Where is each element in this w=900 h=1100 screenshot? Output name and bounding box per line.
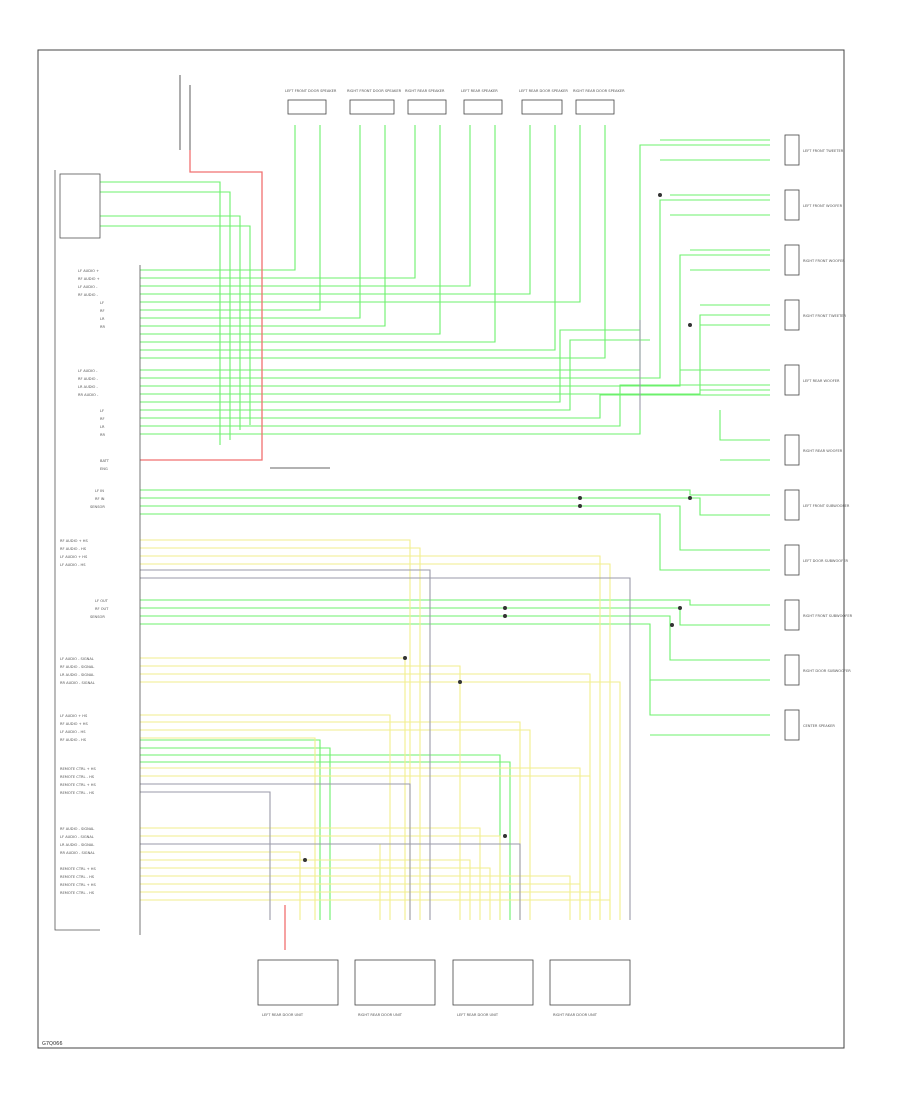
radio-module-outline [54,170,141,935]
pin-label: RF AUDIO - HS [60,738,87,742]
red-wire [140,150,286,950]
black-wires [179,75,330,469]
pin-label: RF AUDIO - [78,377,99,381]
pin-label: REMOTE CTRL - HS [60,791,95,795]
pin-label: REMOTE CTRL + HS [60,867,97,871]
pin-label: LF [100,409,104,413]
pin-label: REMOTE CTRL - HS [60,875,95,879]
pin-label: LF IN [95,489,104,493]
speaker-label: LEFT REAR SPEAKER [461,89,498,93]
pin-label: RF [100,309,105,313]
figure-code: G7Q066 [42,1041,63,1047]
pin-label: BATT [100,459,110,463]
speaker-label: LEFT DOOR SUBWOOFER [803,559,848,563]
speaker-label: CENTER SPEAKER [803,724,835,728]
pin-label: RR AUDIO - SIGNAL [60,681,95,685]
pin-label: LF AUDIO - SIGNAL [60,657,94,661]
pin-label: LF [100,301,104,305]
pin-label: LF AUDIO + HS [60,555,88,559]
pin-label: LR [100,317,105,321]
yellow-wires [140,539,621,920]
speaker-label: RIGHT DOOR SUBWOOFER [803,669,851,673]
pin-label: RF [100,417,105,421]
pin-label: REMOTE CTRL + HS [60,883,97,887]
lower-labels-a: RF AUDIO + HS RF AUDIO - HS LF AUDIO + H… [60,539,95,685]
pin-label: REMOTE CTRL + HS [60,767,97,771]
right-speaker-labels: LEFT FRONT TWEETER LEFT FRONT WOOFER RIG… [803,149,853,728]
speaker-label: LEFT FRONT WOOFER [803,204,843,208]
door-unit-label: LEFT REAR DOOR UNIT [262,1013,304,1017]
lower-labels-b: LF AUDIO + HS RF AUDIO + HS LF AUDIO - H… [60,714,97,795]
pin-label: RF AUDIO - HS [60,547,87,551]
speaker-label: RIGHT FRONT DOOR SPEAKER [347,89,402,93]
pin-label: LF OUT [95,599,109,603]
pin-label: RF AUDIO + HS [60,722,88,726]
speaker-label: RIGHT REAR SPEAKER [405,89,445,93]
speaker-label: LEFT REAR WOOFER [803,379,840,383]
pin-label: RF IN [95,497,105,501]
pin-label: REMOTE CTRL - HS [60,775,95,779]
pin-label: LF AUDIO - [78,369,98,373]
pin-label: SENSOR [90,505,105,509]
door-unit-label: RIGHT REAR DOOR UNIT [358,1013,403,1017]
pin-label: RR AUDIO - SIGNAL [60,851,95,855]
pin-label: LF AUDIO - [78,285,98,289]
speaker-label: RIGHT REAR WOOFER [803,449,843,453]
door-unit-label: RIGHT REAR DOOR UNIT [553,1013,598,1017]
pin-label: RF AUDIO - [78,293,99,297]
speaker-label: LEFT REAR DOOR SPEAKER [519,89,568,93]
pin-label: LF AUDIO - HS [60,730,86,734]
pin-label: RF OUT [95,607,109,611]
pin-label: LF AUDIO + HS [60,714,88,718]
speaker-label: LEFT FRONT SUBWOOFER [803,504,850,508]
speaker-label: LEFT FRONT DOOR SPEAKER [285,89,337,93]
pin-label: RF AUDIO + [78,277,100,281]
gray-wires [140,320,641,920]
lower-labels-c: RF AUDIO - SIGNAL LF AUDIO - SIGNAL LR A… [60,827,97,895]
diagram-frame [37,49,845,1049]
pin-label: RF AUDIO + HS [60,539,88,543]
pin-label: SENSOR [90,615,105,619]
top-speaker-connectors [287,99,615,115]
pin-label: REMOTE CTRL - HS [60,891,95,895]
bottom-unit-labels: LEFT REAR DOOR UNIT RIGHT REAR DOOR UNIT… [262,1013,598,1017]
left-connector-labels: LF AUDIO + RF AUDIO + LF AUDIO - RF AUDI… [78,269,105,437]
mid-labels: BATT ENG LF IN RF IN SENSOR LF OUT RF OU… [90,459,110,619]
speaker-label: RIGHT FRONT WOOFER [803,259,845,263]
pin-label: LF AUDIO - SIGNAL [60,835,94,839]
green-wires [100,125,770,920]
pin-label: LR [100,425,105,429]
pin-label: LR AUDIO - SIGNAL [60,673,94,677]
speaker-label: RIGHT REAR DOOR SPEAKER [573,89,625,93]
pin-label: RR [100,325,105,329]
pin-label: RF AUDIO - SIGNAL [60,665,94,669]
pin-label: LF AUDIO - HS [60,563,86,567]
pin-label: ENG [100,467,108,471]
speaker-label: RIGHT FRONT TWEETER [803,314,847,318]
top-speaker-labels: LEFT FRONT DOOR SPEAKER RIGHT FRONT DOOR… [285,89,625,93]
speaker-label: RIGHT FRONT SUBWOOFER [803,614,853,618]
speaker-label: LEFT FRONT TWEETER [803,149,844,153]
pin-label: LF AUDIO + [78,269,99,273]
door-unit-label: LEFT REAR DOOR UNIT [457,1013,499,1017]
pin-label: LR AUDIO - [78,385,99,389]
pin-label: RR [100,433,105,437]
bottom-door-units [257,959,631,1006]
pin-label: RR AUDIO - [78,393,99,397]
pin-label: REMOTE CTRL + HS [60,783,97,787]
right-speaker-connectors [784,134,800,741]
splice-dots [303,193,692,862]
pin-label: RF AUDIO - SIGNAL [60,827,94,831]
pin-label: LR AUDIO - SIGNAL [60,843,94,847]
